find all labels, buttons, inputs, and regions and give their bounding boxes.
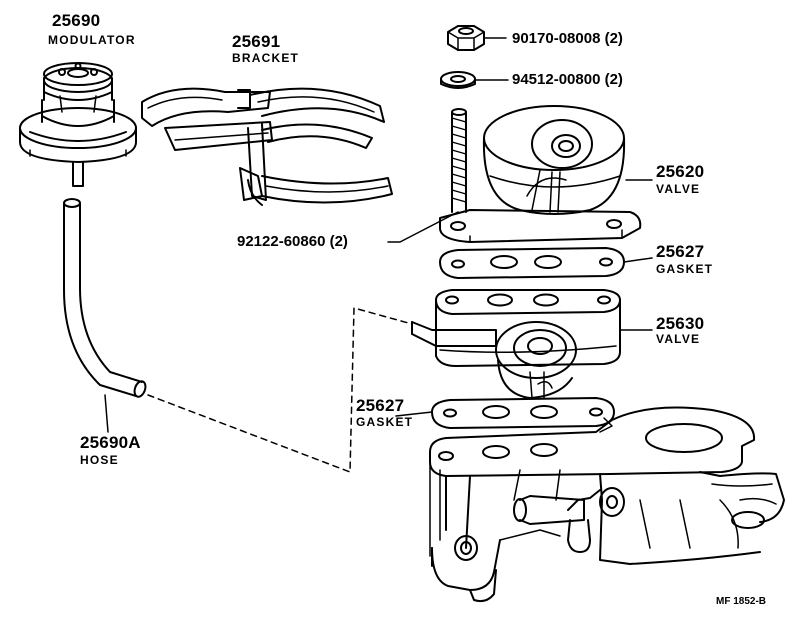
- stud-part-code: 92122-60860 (2): [237, 233, 348, 250]
- valve-lower-part-number: 25630: [656, 314, 705, 333]
- stud-drawing: [387, 108, 467, 243]
- gasket-upper-part-name: GASKET: [656, 262, 714, 276]
- valve-upper-drawing: [439, 105, 653, 243]
- valve-lower-drawing: [411, 289, 653, 399]
- figure-code: MF 1852-B: [716, 596, 767, 607]
- modulator-part-number: 25690: [52, 11, 101, 30]
- washer-drawing: [440, 71, 509, 89]
- hose-connection-line: [147, 307, 413, 473]
- gasket-lower-drawing: [395, 397, 615, 429]
- hose-part-number: 25690A: [80, 433, 141, 452]
- gasket-upper-drawing: [439, 247, 653, 279]
- hose-part-name: HOSE: [80, 453, 119, 467]
- gasket-upper-part-number: 25627: [656, 242, 705, 261]
- bracket-drawing: [141, 87, 393, 206]
- bracket-part-number: 25691: [232, 32, 281, 51]
- valve-lower-part-name: VALVE: [656, 332, 701, 346]
- nut-part-code: 90170-08008 (2): [512, 30, 623, 47]
- gasket-lower-part-name: GASKET: [356, 415, 414, 429]
- nut-drawing: [447, 25, 507, 51]
- washer-part-code: 94512-00800 (2): [512, 71, 623, 88]
- hose-drawing: [63, 198, 147, 433]
- bracket-part-name: BRACKET: [232, 51, 300, 65]
- valve-upper-part-name: VALVE: [656, 182, 701, 196]
- gasket-lower-part-number: 25627: [356, 396, 405, 415]
- modulator-drawing: [19, 62, 137, 187]
- valve-upper-part-number: 25620: [656, 162, 705, 181]
- manifold-drawing: [429, 406, 785, 603]
- modulator-part-name: MODULATOR: [48, 33, 136, 47]
